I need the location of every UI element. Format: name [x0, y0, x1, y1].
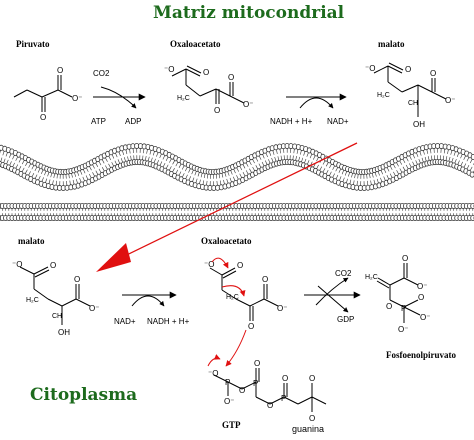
pep-o4: O — [418, 293, 424, 302]
mal-bot-ch: CH — [52, 313, 62, 320]
oaa-bot-o5: O⁻ — [277, 304, 287, 313]
electron-arrow-3 — [225, 329, 247, 367]
oaa-top-ch2: H₂C — [177, 95, 190, 102]
cytoplasm-heading: Citoplasma — [30, 385, 137, 405]
gtp-o1: ⁻O — [208, 369, 218, 378]
guanina-label: guanina — [292, 424, 324, 434]
oaa-bot-ch2: H₂C — [226, 294, 239, 301]
oaa-top-o3: O — [214, 106, 220, 115]
nad-bottom-label: NAD+ — [114, 317, 136, 326]
malato-top-label: malato — [378, 39, 405, 49]
mal-bot-o4: O⁻ — [89, 304, 99, 313]
malato-bottom-label: malato — [18, 236, 45, 246]
matrix-heading: Matriz mitocondrial — [153, 3, 345, 23]
mal-bot-oh: OH — [58, 328, 70, 337]
oaa-bot-o1: ⁻O — [204, 260, 214, 269]
mal-bot-o1: ⁻O — [12, 260, 22, 269]
electron-arrow-1 — [211, 257, 229, 269]
nadh-top-label: NADH + H+ — [270, 117, 313, 126]
oxaloacetato-top-label: Oxaloacetato — [170, 39, 221, 49]
mal-top-o2: O — [405, 65, 411, 74]
pep-o5: O⁻ — [420, 313, 430, 322]
piruvato-label: Piruvato — [16, 39, 50, 49]
gtp-o6: O — [282, 374, 288, 383]
oaa-top-o2: O — [203, 68, 209, 77]
mal-top-oh: OH — [413, 120, 425, 129]
gtp-o3: O — [239, 386, 245, 395]
mal-bot-ch2: H₂C — [26, 297, 39, 304]
gtp-o4: O — [254, 359, 260, 368]
oaa-bot-o2: O — [237, 261, 243, 270]
gtp-label: GTP — [222, 420, 241, 430]
pep-o1: O — [402, 254, 408, 263]
outer-membrane — [0, 202, 474, 221]
reduction-curve — [299, 97, 334, 109]
pep-o6: O⁻ — [398, 325, 408, 334]
pep-o3: O — [386, 302, 392, 311]
oxaloacetato-bottom-label: Oxaloacetato — [201, 236, 252, 246]
carboxylation-curve — [100, 86, 137, 109]
pep-ch2: H₂C — [365, 274, 378, 281]
gdp-release-curve — [317, 285, 349, 313]
oaa-bot-o4: O — [262, 275, 268, 284]
malato-bottom-structure — [19, 266, 91, 325]
oxaloacetato-top-structure — [171, 65, 245, 104]
oxaloacetato-bottom-structure — [209, 267, 279, 321]
fosfoenolpiruvato-label: Fosfoenolpiruvato — [386, 350, 457, 360]
electron-arrow-2 — [221, 285, 246, 297]
co2-out-label: CO2 — [335, 269, 352, 278]
pep-p: P — [401, 304, 406, 313]
electron-arrow-4 — [207, 354, 221, 367]
oaa-top-o5: O⁻ — [243, 100, 253, 109]
inner-membrane — [0, 142, 474, 191]
pep-o2: O⁻ — [417, 282, 427, 291]
transport-arrowhead — [96, 243, 131, 272]
gtp-p1: P — [225, 378, 230, 387]
mal-top-o4: O⁻ — [445, 96, 455, 105]
gdp-label: GDP — [337, 315, 354, 324]
nad-top-label: NAD+ — [327, 117, 349, 126]
piruvato-structure — [13, 75, 73, 112]
gtp-structure — [213, 368, 327, 412]
pep-structure — [376, 263, 421, 323]
oaa-bot-o3: O — [248, 322, 254, 331]
gtp-p3: P — [281, 394, 286, 403]
mal-top-ch: CH — [408, 100, 418, 107]
adp-label: ADP — [125, 117, 141, 126]
piruvato-o-minus: O⁻ — [72, 94, 82, 103]
malate-transport-arrow — [105, 142, 358, 266]
co2-in-label: CO2 — [93, 69, 110, 78]
atp-label: ATP — [91, 117, 106, 126]
piruvato-o-ketone: O — [40, 113, 46, 122]
gtp-o8: O — [309, 414, 315, 423]
co2-release-curve — [315, 277, 349, 306]
mal-top-o1: ⁻O — [365, 64, 375, 73]
mal-top-ch2: H₂C — [377, 92, 390, 99]
nadh-bottom-label: NADH + H+ — [147, 317, 190, 326]
piruvato-o-carbonyl: O — [57, 66, 63, 75]
oaa-top-o1: ⁻O — [164, 65, 174, 74]
gtp-o5: O — [267, 401, 273, 410]
malato-top-structure — [373, 62, 447, 117]
oaa-top-o4: O — [228, 73, 234, 82]
mal-bot-o2: O — [50, 261, 56, 270]
mal-top-o3: O — [430, 69, 436, 78]
gtp-o2: O⁻ — [224, 397, 234, 406]
oxidation-curve — [131, 295, 165, 307]
gtp-p2: P — [253, 379, 258, 388]
mal-bot-o3: O — [74, 275, 80, 284]
gtp-o7: O — [309, 374, 315, 383]
